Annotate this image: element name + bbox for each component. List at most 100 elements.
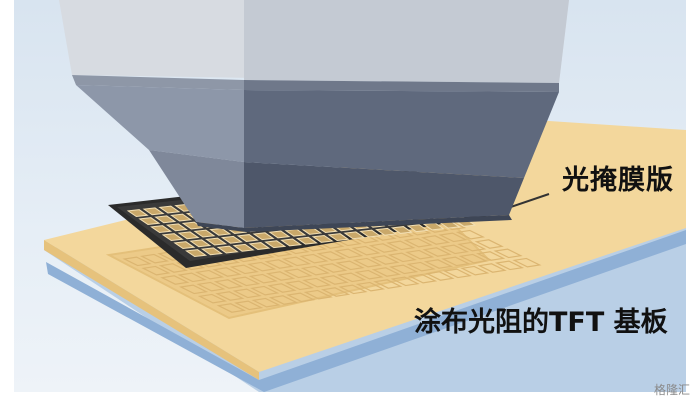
lithography-illustration — [44, 0, 686, 392]
grid-cell — [389, 264, 419, 275]
grid-cell — [477, 263, 507, 273]
grid-cell — [150, 225, 173, 234]
grid-cell — [216, 303, 246, 313]
grid-cell — [319, 275, 349, 285]
grid-cell — [161, 233, 184, 242]
grid-cell — [178, 284, 209, 295]
grid-cell — [390, 276, 420, 287]
grid-cell — [457, 241, 487, 252]
grid-cell — [320, 287, 351, 297]
grid-cell — [141, 265, 171, 276]
grid-cell — [200, 247, 223, 256]
grid-cell — [194, 269, 225, 280]
grid-cell — [213, 279, 244, 289]
grid-cell — [280, 238, 303, 247]
grid-cell — [407, 273, 438, 284]
grid-cell — [173, 241, 196, 250]
grid-cell — [406, 224, 429, 233]
grid-cell — [334, 248, 364, 259]
grid-cell — [142, 207, 165, 216]
grid-cell — [160, 275, 190, 285]
grid-cell — [193, 229, 216, 238]
grid-cell — [158, 205, 181, 214]
grid-cell — [327, 233, 350, 242]
grid-cell — [460, 265, 490, 276]
grid-cell — [351, 245, 381, 256]
grid-cell — [247, 261, 277, 272]
grid-cell — [403, 237, 433, 248]
grid-cell — [126, 209, 149, 218]
grid-cell — [373, 279, 403, 289]
substrate-blue-stripe — [46, 230, 686, 392]
grid-cell — [252, 232, 275, 241]
grid-cell — [281, 256, 312, 267]
grid-cell — [425, 271, 455, 281]
photomask-label: 光掩膜版 — [562, 165, 674, 196]
grid-cell — [335, 260, 365, 271]
grid-cell — [215, 291, 245, 301]
grid-cell — [197, 293, 228, 304]
grid-cell — [234, 300, 264, 311]
grid-cell — [284, 280, 315, 291]
grid-cell — [209, 227, 232, 236]
grid-cell — [295, 236, 318, 245]
grid-cell — [474, 239, 504, 249]
grid-cell — [189, 239, 212, 248]
grid-cell — [405, 249, 435, 260]
grid-cell — [494, 260, 525, 271]
grid-cell — [286, 292, 316, 303]
grid-cell — [283, 268, 313, 279]
illustration-scene: 光掩膜版 涂布光阻的TFT 基板 — [14, 0, 686, 392]
grid-cell — [229, 264, 259, 275]
grid-cell — [303, 289, 333, 300]
grid-cell — [455, 229, 486, 240]
grid-cell — [138, 217, 161, 226]
substrate-front-edge — [44, 240, 259, 380]
grid-cell — [177, 272, 207, 283]
grid-cell — [302, 277, 332, 288]
grid-cell — [493, 248, 523, 259]
grid-cell — [268, 230, 291, 239]
grid-cell — [264, 259, 294, 269]
grid-cell — [267, 283, 297, 293]
grid-cell — [386, 240, 416, 251]
grid-cell — [375, 227, 398, 236]
grid-cell — [170, 213, 193, 222]
exposure-machine — [59, 0, 569, 232]
grid-cell — [232, 288, 262, 299]
substrate-label: 涂布光阻的TFT 基板 — [414, 307, 668, 338]
grid-cell — [406, 261, 436, 272]
grid-cell — [231, 276, 261, 287]
grid-cell — [265, 271, 296, 281]
grid-cell — [165, 223, 188, 232]
grid-cell — [338, 284, 368, 295]
grid-cell — [248, 273, 278, 284]
grid-cell — [154, 215, 177, 224]
grid-cell — [139, 253, 170, 264]
grid-cell — [236, 234, 259, 242]
grid-cell — [390, 226, 413, 234]
watermark-text: 格隆汇 — [653, 383, 690, 397]
grid-cell — [439, 244, 470, 255]
grid-cell — [248, 242, 271, 250]
grid-cell — [216, 245, 239, 254]
grid-cell — [387, 252, 417, 263]
grid-cell — [177, 231, 200, 240]
grid-cell — [311, 234, 334, 243]
grid-cell — [185, 249, 208, 258]
grid-cell — [476, 251, 506, 261]
grid-cell — [205, 237, 228, 246]
grid-cell — [441, 256, 471, 267]
grid-cell — [354, 269, 384, 280]
grid-cell — [232, 243, 255, 252]
grid-cell — [181, 221, 204, 230]
grid-cell — [336, 272, 367, 283]
grid-cell — [300, 265, 330, 276]
grid-cell — [316, 251, 346, 261]
grid-cell — [212, 267, 242, 277]
grid-cell — [442, 268, 472, 279]
grid-cell — [251, 297, 281, 308]
grid-cell — [371, 267, 401, 277]
grid-cell — [196, 281, 226, 292]
